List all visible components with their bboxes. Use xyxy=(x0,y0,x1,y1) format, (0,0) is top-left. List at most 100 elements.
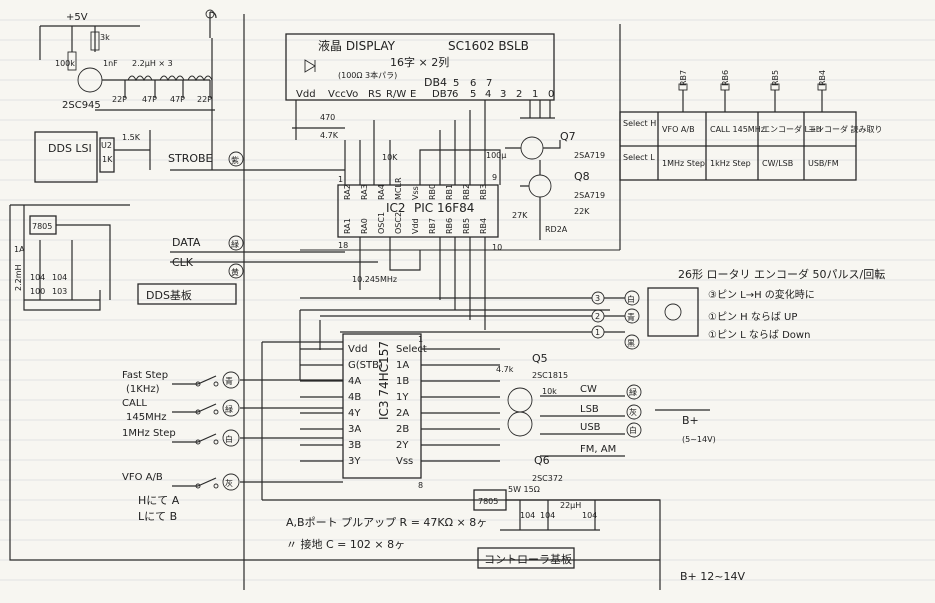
ic3-left-pin-0: Vdd xyxy=(348,344,368,355)
mode-tag-1: 灰 xyxy=(629,407,637,417)
ic2-body xyxy=(337,184,499,238)
select-cell-1-0: 1MHz Step xyxy=(662,159,705,168)
dds-section: DDS LSI U2 1.5K 1K DDS基板 xyxy=(34,130,237,305)
osc-cap-1: 22P xyxy=(112,95,127,104)
lcd-outline xyxy=(285,33,555,101)
encoder-title: 26形 ロータリ エンコーダ 50パルス/回転 xyxy=(678,267,885,281)
switch-sub-0: (1KHz) xyxy=(126,384,160,395)
clk-tag: 黄 xyxy=(231,267,239,277)
osc-c1: 1nF xyxy=(103,59,118,68)
q7-q8: Q7 2SA719 100μ Q8 2SA719 27K 22K RD2A xyxy=(486,130,605,240)
switch-sub-1: 145MHz xyxy=(126,412,166,423)
ic3-right-pin-3: 1Y xyxy=(396,392,409,403)
osc-cap-2: 47P xyxy=(142,95,157,104)
power-cap-3: 22μH xyxy=(560,501,581,510)
lcd-pin-4: R/W xyxy=(386,89,406,100)
q8-r2: 22K xyxy=(574,207,590,216)
ic2-top-pin-0: RA2 xyxy=(343,184,352,200)
switch-tag-0: 青 xyxy=(225,376,233,386)
ic2-bottom-pin-5: RB7 xyxy=(428,218,437,234)
osc-coils: 2.2μH × 3 xyxy=(132,59,173,68)
encoder-note1: ③ピン L→H の変化時に xyxy=(708,288,815,301)
lcd-pin-12: 1 xyxy=(532,89,538,100)
osc-cap-3: 47P xyxy=(170,95,185,104)
ic2-bottom-pin-4: Vdd xyxy=(411,218,420,234)
ic2-bottom-pin-0: RA1 xyxy=(343,218,352,234)
note-pullup: A,Bポート プルアップ R = 47KΩ × 8ヶ xyxy=(286,516,487,529)
controller-board-box xyxy=(477,547,575,569)
ic3-right-pin-0: Select xyxy=(396,344,427,355)
ic2-top-pin-7: RB2 xyxy=(462,184,471,200)
ic3-right-pin-5: 2B xyxy=(396,424,409,435)
ic2-pin18: 18 xyxy=(338,241,348,250)
ic2-top-pin-5: RB0 xyxy=(428,184,437,200)
switch-label-2: 1MHz Step xyxy=(122,428,176,439)
ic2-top-pin-2: RA4 xyxy=(377,184,386,200)
q7-part: 2SA719 xyxy=(574,151,605,160)
left-cap-b: 104 xyxy=(52,273,67,282)
encoder-tag-0: 白 xyxy=(627,294,635,304)
lcd-pin-6: DB7 xyxy=(432,89,453,100)
ic3-name-part: IC3 74HC157 xyxy=(377,341,391,420)
lcd-size: 16字 × 2列 xyxy=(390,55,449,69)
select-label-0: Select H xyxy=(623,119,656,128)
ic3-left-pin-2: 4A xyxy=(348,376,361,387)
ic3-right-pin-2: 1B xyxy=(396,376,409,387)
select-cell-0-2: エンコーダ L→H xyxy=(762,124,822,134)
switch-label-3: VFO A/B xyxy=(122,472,163,483)
encoder-tag-2: 黒 xyxy=(627,339,635,348)
lcd-top-pin-0: 5 xyxy=(453,78,459,89)
power-cap-4: 104 xyxy=(582,511,597,520)
ic2-bottom-pin-8: RB4 xyxy=(479,218,488,234)
note-board: コントローラ基板 xyxy=(484,552,572,566)
ic2-pin10: 10 xyxy=(492,243,502,252)
left-coil: 2.2mH xyxy=(14,264,23,291)
dds-u2: U2 xyxy=(101,141,112,150)
lcd-pin-8: 5 xyxy=(470,89,476,100)
left-cap-c: 100 xyxy=(30,287,45,296)
mode-label-0: CW xyxy=(580,384,597,395)
lcd-pin-3: RS xyxy=(368,89,381,100)
power-section: Q6 2SC372 5W 15Ω 7805 104 104 22μH 104 B… xyxy=(473,454,745,590)
left-cap1: 1A xyxy=(14,245,25,254)
ic3-left-pin-4: 4Y xyxy=(348,408,361,419)
select-cell-1-1: 1kHz Step xyxy=(710,159,751,168)
switch-label-0: Fast Step xyxy=(122,370,168,381)
strobe-tag: 紫 xyxy=(231,156,239,165)
lcd-db4: DB4 xyxy=(424,76,447,89)
dds-r1: 1.5K xyxy=(122,133,141,142)
ic3-left-pin-3: 4B xyxy=(348,392,361,403)
ic3-right-pin-4: 2A xyxy=(396,408,409,419)
encoder-knob xyxy=(664,303,682,321)
switch-label-1: CALL xyxy=(122,398,147,409)
encoder-pin-1: 2 xyxy=(595,312,600,321)
oscillator-section: +5V 3k 100k 2SC945 1nF 2.2μH × 3 22P 47P… xyxy=(39,9,217,170)
lcd-pin-13: 0 xyxy=(548,89,554,100)
dds-board-label: DDS基板 xyxy=(146,288,192,302)
mode-label-1: LSB xyxy=(580,404,599,415)
ic2-bottom-pin-1: RA0 xyxy=(360,218,369,234)
dds-lsi-label-1: DDS LSI xyxy=(48,142,92,155)
q5-r2: 4.7k xyxy=(496,365,514,374)
lcd-display: 液晶 DISPLAY SC1602 BSLB 16字 × 2列 (100Ω 3本… xyxy=(285,33,555,140)
q8-part: 2SA719 xyxy=(574,191,605,200)
rb-header-2: RB5 xyxy=(771,70,780,86)
q6-r: 5W 15Ω xyxy=(508,485,540,494)
ic2-xtal: 10.245MHz xyxy=(352,275,397,284)
lcd-top-pin-1: 6 xyxy=(470,78,476,89)
q5-name: Q5 xyxy=(532,352,548,365)
encoder-note3: ①ピン L ならば Down xyxy=(708,329,810,341)
ic3-pin8: 8 xyxy=(418,481,423,490)
lcd-pin-9: 4 xyxy=(485,89,491,100)
ic3-left-pin-5: 3A xyxy=(348,424,361,435)
rb-header-3: RB4 xyxy=(818,70,827,86)
q8-led: RD2A xyxy=(545,225,568,234)
q5-r: 10k xyxy=(542,387,557,396)
